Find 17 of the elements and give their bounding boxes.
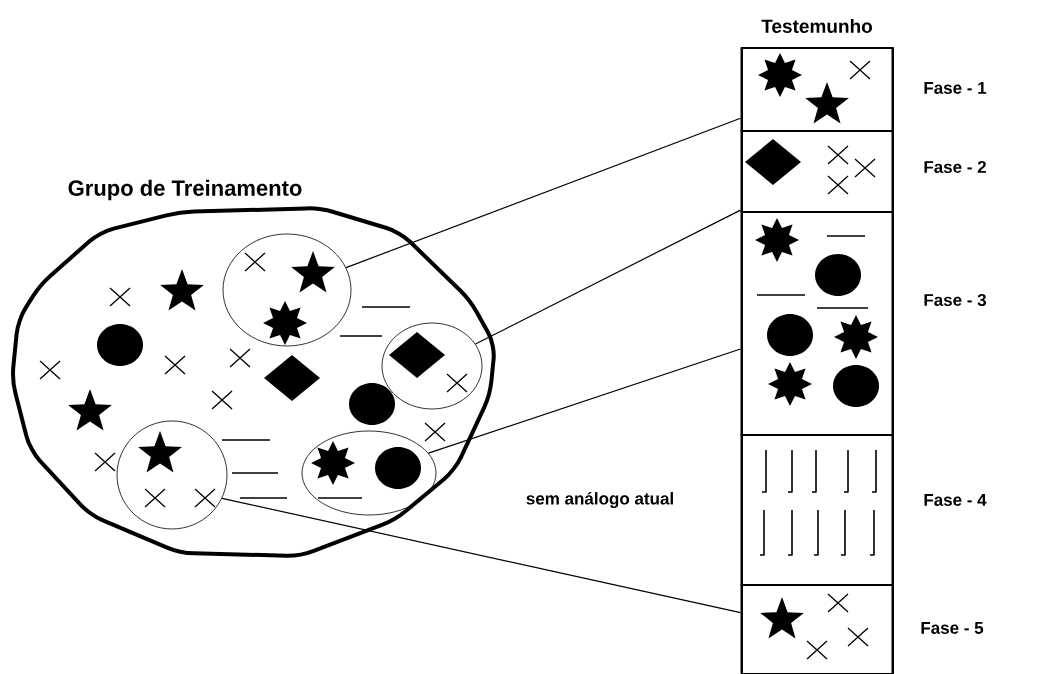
cluster-outline xyxy=(116,420,228,530)
note-label: sem análogo atual xyxy=(526,491,673,509)
cluster-outline xyxy=(381,322,483,410)
phase-label: Fase - 4 xyxy=(924,494,987,506)
group-heading: Grupo de Treinamento xyxy=(68,179,302,201)
phase-label: Fase - 1 xyxy=(924,82,987,94)
column-heading: Testemunho xyxy=(761,19,872,33)
blob-outline xyxy=(11,179,496,558)
connector-line xyxy=(427,348,742,454)
connector-line xyxy=(474,209,742,345)
connector-line xyxy=(345,117,742,269)
connector-line xyxy=(221,497,742,614)
phase-label: Fase - 2 xyxy=(924,161,986,173)
phase-label: Fase - 5 xyxy=(921,622,984,634)
phase-label: Fase - 3 xyxy=(924,293,987,306)
cluster-outline xyxy=(222,233,352,347)
cluster-outline xyxy=(301,430,437,516)
